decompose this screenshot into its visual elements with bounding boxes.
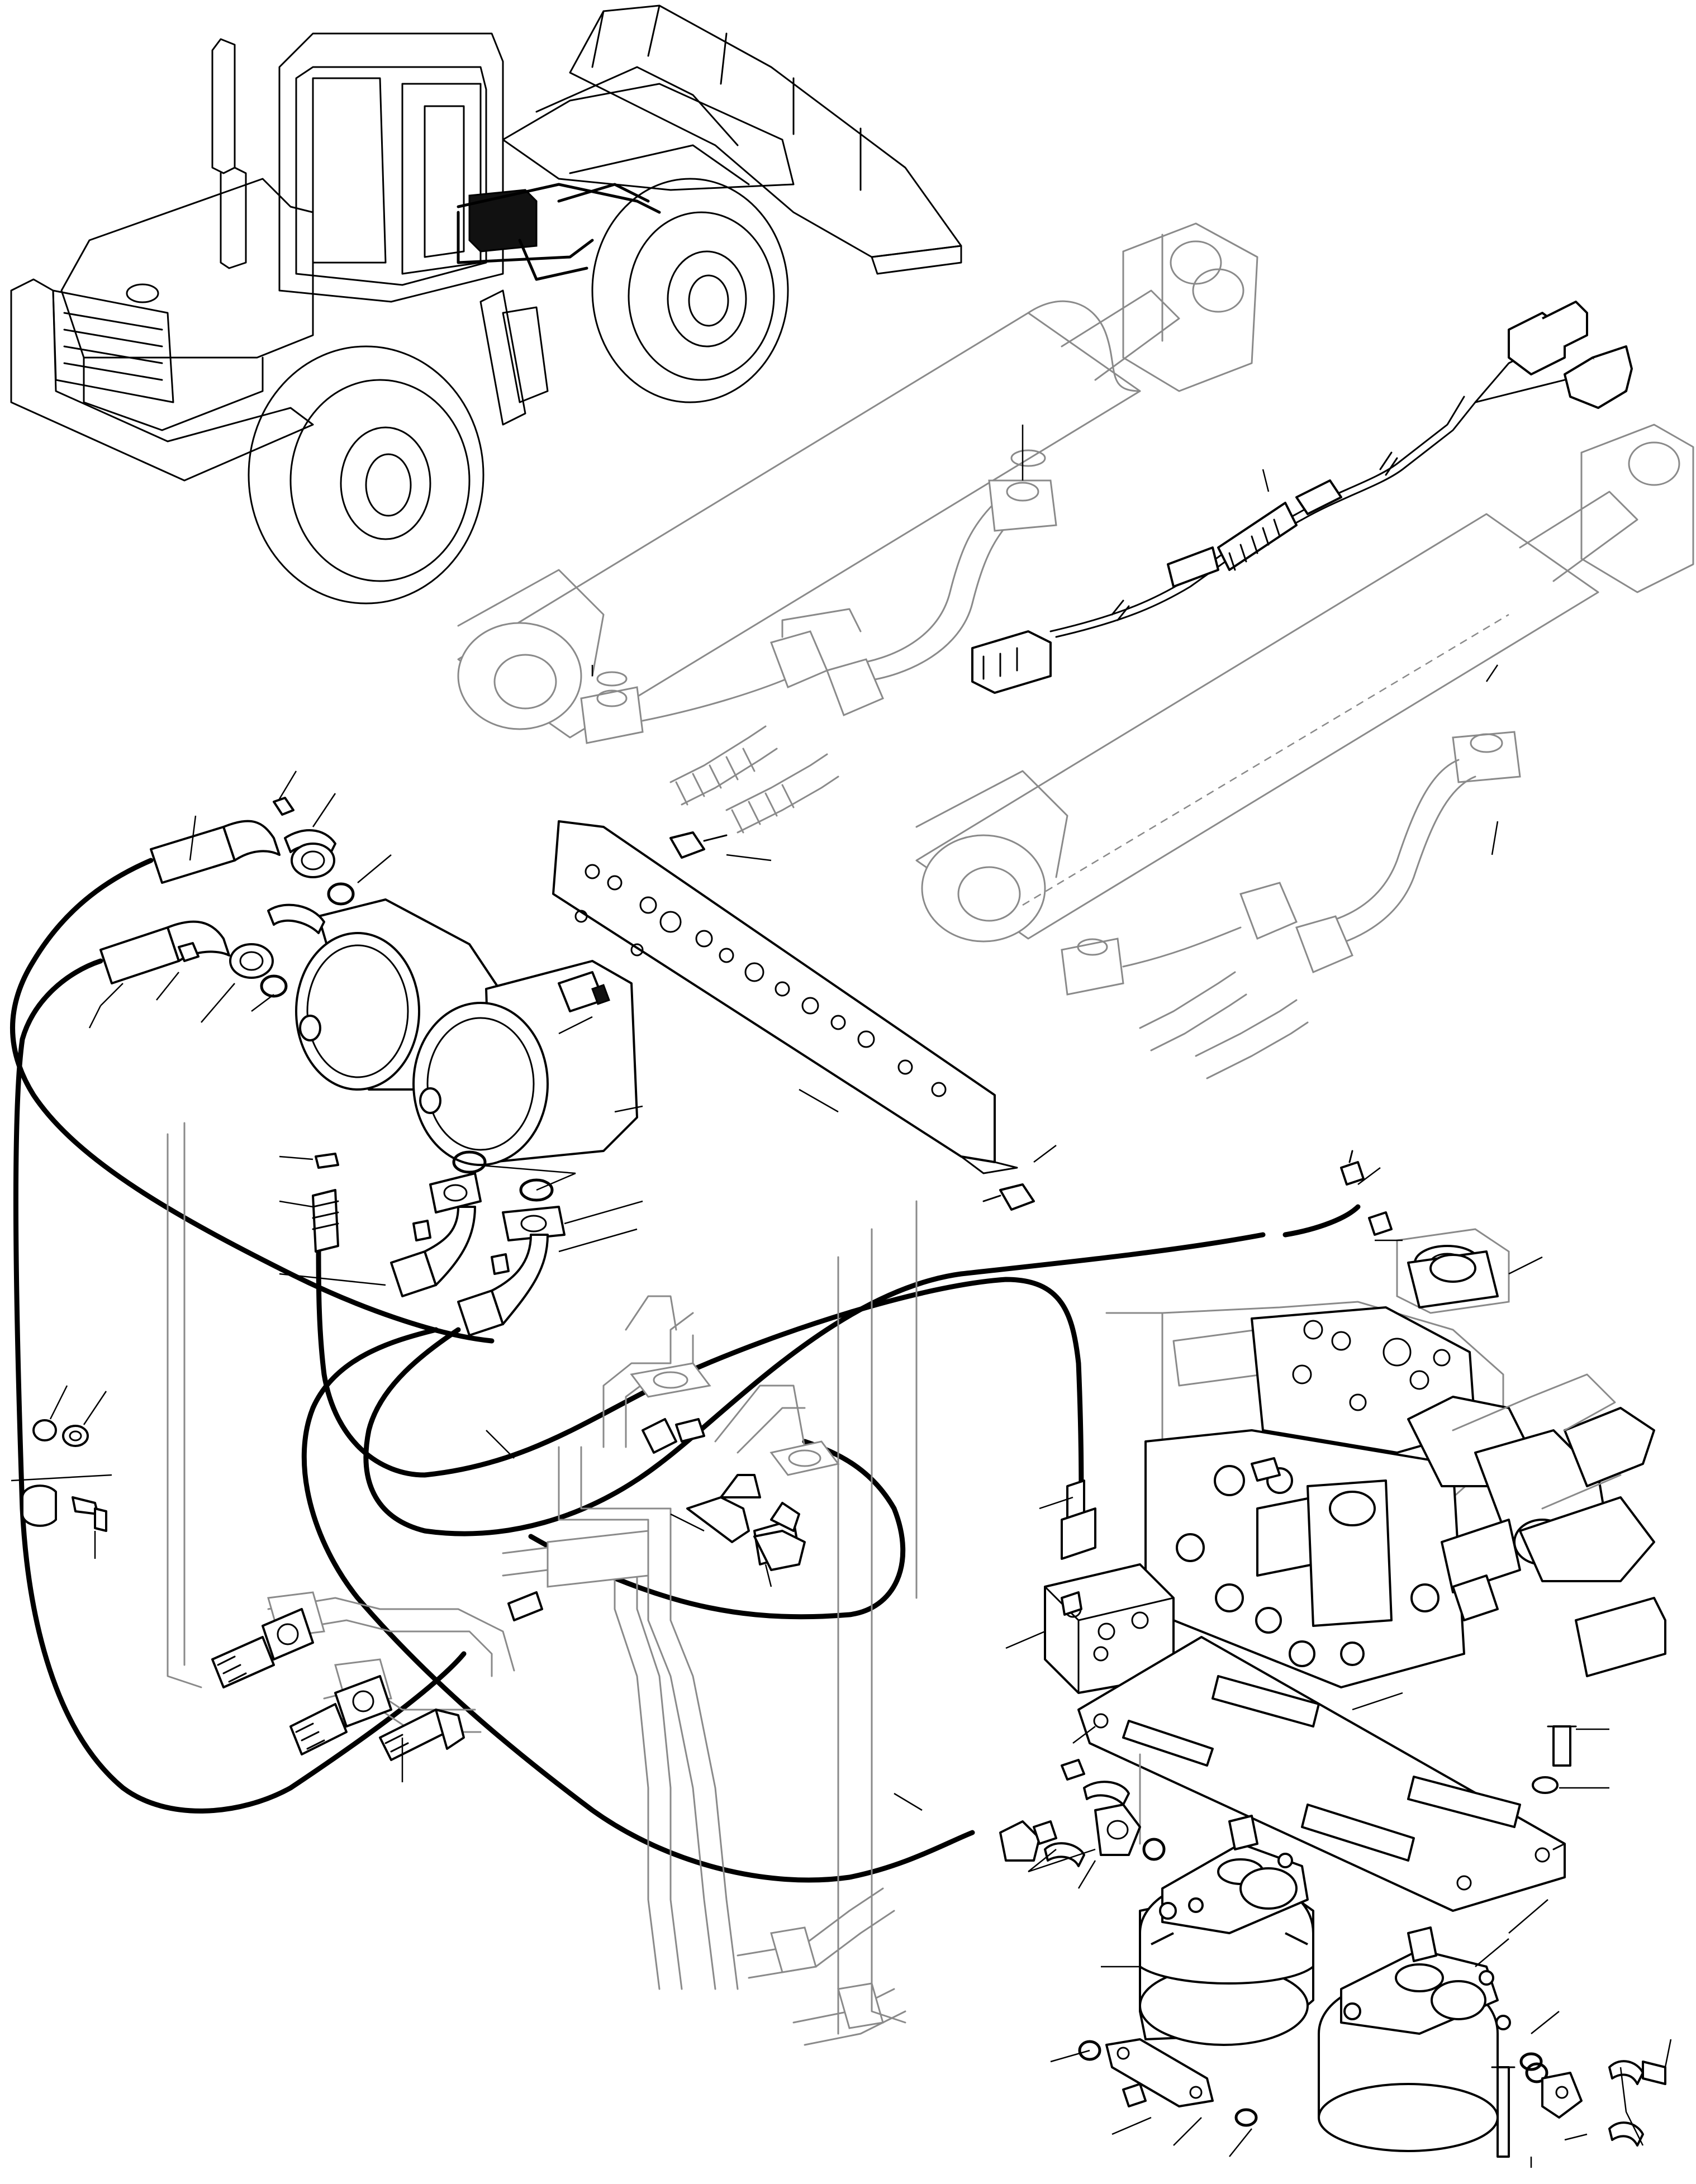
clamp-icon: [21, 1484, 57, 1527]
lift-cylinder-upper: [457, 222, 1258, 834]
bolt-icon: [412, 1220, 431, 1241]
o-ring-icon: [519, 1178, 554, 1202]
bolt-icon: [1642, 2061, 1666, 2085]
clamp-icon: [267, 903, 325, 934]
connector-icon: [971, 630, 1052, 694]
o-ring-icon: [1519, 2052, 1543, 2071]
o-ring-icon: [1532, 1776, 1559, 1794]
bolt-icon: [1497, 2066, 1510, 2158]
o-ring-icon: [1078, 2040, 1101, 2061]
upper-fittings: [21, 797, 566, 1532]
wiring-harness: [971, 301, 1633, 694]
control-valve: [1144, 1150, 1666, 1688]
o-ring-icon: [1525, 2062, 1548, 2083]
accumulator-lower-right: [1318, 1926, 1511, 2152]
o-ring-icon: [1142, 1838, 1166, 1861]
bolt-icon: [999, 1183, 1035, 1211]
o-ring-icon: [452, 1150, 487, 1174]
o-ring-icon: [1234, 2108, 1258, 2127]
bolt-icon: [1122, 2083, 1147, 2107]
mounting-plate: [1077, 1636, 1577, 1912]
bolt-icon: [273, 797, 294, 816]
middle-fittings: [507, 1418, 806, 1621]
leader-lines: [11, 425, 1672, 2168]
accumulator-lower-left: [1139, 1815, 1314, 2046]
o-ring-icon: [260, 974, 288, 998]
bolt-icon: [669, 831, 705, 859]
bolt-icon: [1552, 1725, 1571, 1767]
bolt-icon: [1340, 1161, 1365, 1186]
clamp-icon: [1608, 2060, 1644, 2085]
clamp-icon: [1083, 1781, 1130, 1806]
accumulator-pair: [295, 898, 638, 1166]
machine-overview: [10, 4, 962, 605]
lower-left-hose-ends: [211, 1608, 465, 1761]
o-ring-icon: [327, 882, 355, 906]
bolt-icon: [1061, 1759, 1085, 1781]
bolt-icon: [491, 1253, 510, 1275]
bottom-small-parts: [999, 1759, 1666, 2158]
clamp-icon: [1044, 1842, 1085, 1867]
mounting-bracket: [552, 820, 1035, 1211]
lift-cylinder-lower: [915, 424, 1694, 1079]
bolt-icon: [178, 942, 199, 962]
